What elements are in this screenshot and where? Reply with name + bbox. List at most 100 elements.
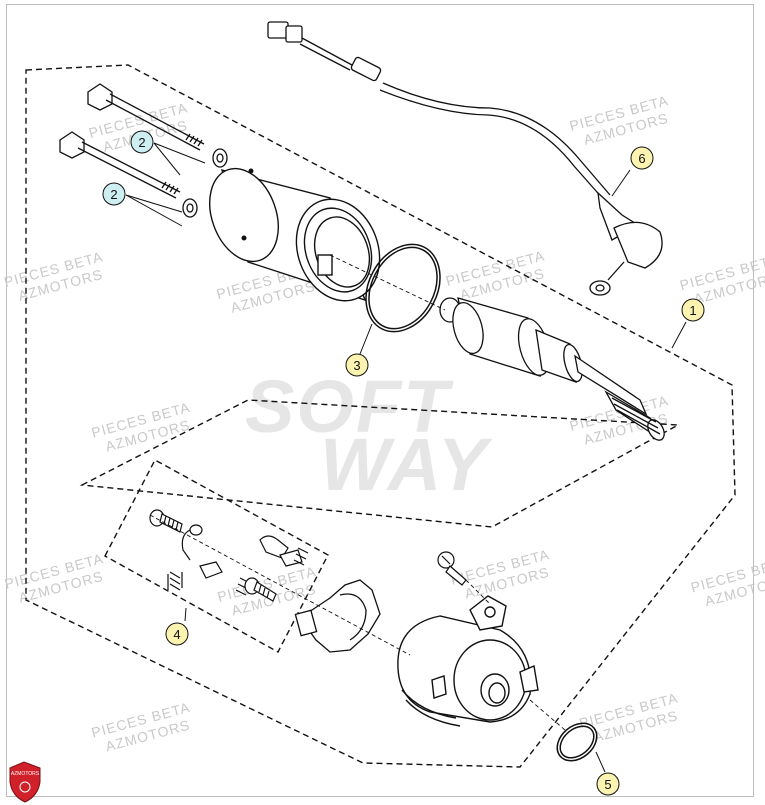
brush bbox=[199, 561, 223, 579]
armature bbox=[439, 297, 665, 441]
screw-thread-lines bbox=[163, 515, 179, 531]
callout-1: 1 bbox=[681, 298, 705, 322]
callout-4: 4 bbox=[165, 622, 189, 646]
callout-circle bbox=[630, 146, 654, 170]
brush-plate-ring bbox=[339, 593, 367, 641]
screw-thread bbox=[445, 565, 467, 586]
bolt-shank bbox=[105, 99, 201, 151]
leader-line bbox=[125, 194, 183, 213]
o-ring-inner bbox=[559, 725, 595, 759]
armature-core-end bbox=[452, 301, 484, 355]
leader-line bbox=[184, 607, 187, 622]
pinion-teeth bbox=[611, 397, 661, 435]
screw bbox=[244, 577, 277, 602]
callout-circle bbox=[102, 182, 126, 206]
callout-label: 4 bbox=[173, 627, 180, 642]
callout-label: 2 bbox=[110, 187, 117, 202]
leader-line bbox=[611, 169, 631, 197]
watermark-big-text: SOFT bbox=[245, 365, 454, 448]
screw-thread-lines bbox=[258, 584, 270, 599]
bolt-lower bbox=[59, 131, 198, 218]
leader-line bbox=[153, 142, 181, 176]
wire bbox=[301, 37, 353, 66]
brush-plate-body bbox=[299, 579, 381, 653]
callout-circle bbox=[596, 772, 620, 796]
front-cover bbox=[397, 595, 539, 727]
yoke-front-rim bbox=[303, 207, 373, 293]
yoke-front-end bbox=[295, 198, 381, 302]
axis-line bbox=[465, 579, 491, 605]
yoke-rear-end bbox=[209, 167, 279, 263]
cable-assembly bbox=[267, 21, 663, 296]
bolt-shank bbox=[81, 141, 181, 193]
wire bbox=[379, 89, 605, 201]
screw bbox=[149, 509, 183, 533]
mounting-hole bbox=[484, 606, 496, 618]
logo-text: AZMOTORS bbox=[11, 771, 40, 777]
washer-hole bbox=[186, 203, 194, 213]
leader-line bbox=[359, 323, 373, 355]
callout-5: 5 bbox=[596, 772, 620, 796]
brush-kit bbox=[149, 509, 309, 602]
screw-slot bbox=[441, 555, 451, 565]
leader-line bbox=[153, 142, 206, 164]
washer-hole bbox=[216, 153, 224, 163]
cover-edge bbox=[401, 689, 457, 719]
azmotors-logo: AZMOTORS bbox=[9, 761, 41, 803]
callout-circle bbox=[130, 130, 154, 154]
wire bbox=[382, 82, 611, 196]
callout-label: 5 bbox=[604, 777, 611, 792]
bolt-head bbox=[87, 83, 113, 111]
watermark-big-text: WAY bbox=[320, 423, 493, 506]
leader-line bbox=[595, 751, 606, 773]
callout-label: 2 bbox=[138, 135, 145, 150]
callout-label: 6 bbox=[638, 151, 645, 166]
o-ring-outer bbox=[556, 722, 598, 762]
armature-shaft bbox=[574, 354, 648, 416]
axis-line bbox=[529, 699, 566, 731]
ring-terminal bbox=[589, 280, 611, 296]
leader-line bbox=[125, 194, 183, 227]
brush-plate bbox=[294, 579, 381, 653]
o-ring-inner bbox=[368, 246, 438, 330]
logo-emblem-icon bbox=[19, 781, 31, 793]
bolt-thread bbox=[185, 133, 203, 147]
brush-lead-wire bbox=[181, 529, 191, 561]
callout-3: 3 bbox=[345, 353, 369, 377]
front-o-ring bbox=[556, 722, 598, 762]
bolt-thread bbox=[161, 181, 179, 195]
cover-screw bbox=[437, 551, 467, 586]
through-bolts bbox=[59, 83, 228, 218]
brush-spring bbox=[167, 571, 183, 591]
yoke-magnet bbox=[317, 254, 333, 276]
bolt-head bbox=[59, 131, 85, 159]
leader-line bbox=[671, 321, 687, 349]
screw-thread bbox=[159, 513, 183, 533]
terminal-lead bbox=[607, 261, 625, 281]
callout-circle bbox=[165, 622, 189, 646]
callout-label: 1 bbox=[689, 303, 696, 318]
callout-6: 6 bbox=[630, 146, 654, 170]
connector-plug bbox=[267, 21, 289, 39]
brush-spring bbox=[293, 547, 309, 566]
terminal-boot bbox=[613, 221, 663, 269]
diagram-frame bbox=[6, 4, 754, 797]
axis-line bbox=[329, 254, 446, 311]
callout-label: 3 bbox=[353, 358, 360, 373]
armature-outline bbox=[79, 399, 681, 528]
motor-yoke bbox=[209, 167, 381, 302]
brush-terminal bbox=[189, 524, 203, 536]
bolt-shank bbox=[77, 147, 177, 199]
wire-sleeve bbox=[350, 56, 382, 82]
callout-2-lower: 2 bbox=[102, 182, 126, 206]
brush-kit-outline bbox=[104, 459, 329, 653]
connector-body bbox=[285, 25, 303, 43]
assembly-outlines bbox=[25, 64, 736, 768]
wire bbox=[299, 43, 351, 71]
ring-terminal-hole bbox=[595, 284, 605, 292]
yoke-mark bbox=[241, 235, 247, 241]
callout-2-upper: 2 bbox=[130, 130, 154, 154]
callout-circle bbox=[681, 298, 705, 322]
yoke-mark bbox=[248, 168, 254, 174]
